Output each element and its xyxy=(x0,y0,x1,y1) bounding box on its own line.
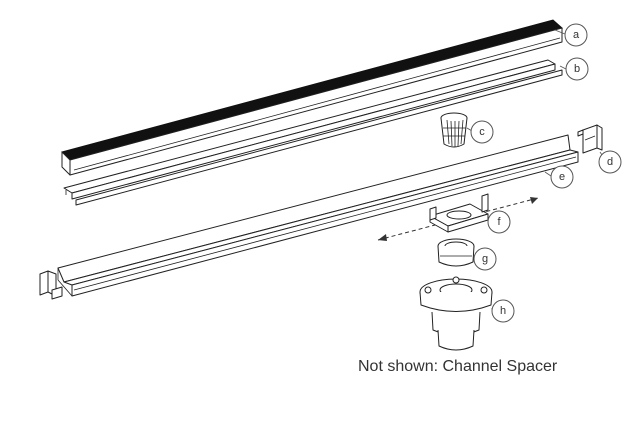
part-e-channel xyxy=(57,134,579,297)
callout-g: g xyxy=(473,247,497,271)
part-d-end-cap xyxy=(577,124,603,154)
callout-a: a xyxy=(564,23,588,47)
svg-text:c: c xyxy=(479,126,485,138)
svg-text:b: b xyxy=(574,63,580,75)
callout-d: d xyxy=(598,150,622,174)
part-c-strainer xyxy=(440,112,468,148)
part-a-grate xyxy=(61,19,564,176)
svg-text:a: a xyxy=(573,29,580,41)
svg-text:f: f xyxy=(497,216,501,228)
part-h-drain-body xyxy=(419,276,493,351)
callout-c: c xyxy=(470,120,494,144)
callout-f: f xyxy=(487,210,511,234)
footnote-not-shown: Not shown: Channel Spacer xyxy=(358,358,558,375)
callout-b: b xyxy=(565,57,589,81)
part-g-gasket xyxy=(437,238,475,267)
callout-h: h xyxy=(491,299,515,323)
callout-e: e xyxy=(550,165,574,189)
part-f-outlet-slider xyxy=(377,193,539,241)
svg-text:d: d xyxy=(607,156,613,168)
svg-text:g: g xyxy=(482,253,488,265)
svg-text:h: h xyxy=(500,305,506,317)
left-end-cap xyxy=(39,270,63,300)
part-b-frame xyxy=(63,59,563,206)
svg-text:e: e xyxy=(559,171,565,183)
